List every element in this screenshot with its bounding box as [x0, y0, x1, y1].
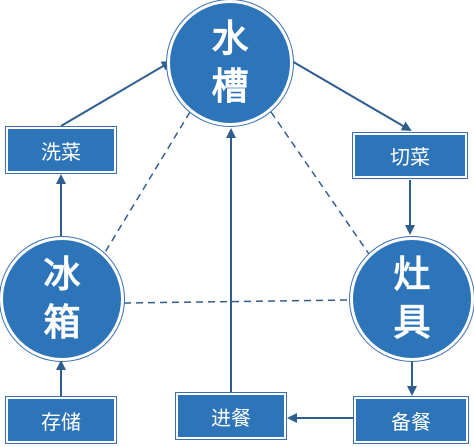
fridge-label-line1: 冰 [43, 253, 81, 296]
edge-sink-to-fridge [103, 111, 191, 255]
stove-label-line1: 灶 [393, 253, 431, 296]
fridge-label-line2: 箱 [43, 301, 81, 344]
wash-vegetables-node: 洗菜 [6, 127, 116, 173]
meal-prep-label: 备餐 [391, 409, 431, 434]
dining-node: 进餐 [176, 393, 286, 439]
sink-label-line2: 槽 [211, 65, 249, 108]
meal-prep-node: 备餐 [354, 397, 468, 443]
edge-wash-to-sink [60, 60, 172, 127]
sink-label-line1: 水 [211, 17, 249, 60]
edge-fridge-to-stove [123, 299, 351, 304]
storage-node: 存储 [6, 397, 116, 443]
storage-label: 存储 [41, 409, 81, 434]
stove-label-line2: 具 [393, 301, 431, 344]
cut-vegetables-node: 切菜 [353, 133, 467, 178]
edge-sink-to-stove [270, 111, 370, 255]
wash-vegetables-label: 洗菜 [41, 139, 81, 164]
cut-vegetables-label: 切菜 [390, 145, 430, 169]
sink-node: 水 槽 [167, 0, 293, 126]
stove-node: 灶 具 [350, 237, 474, 361]
fridge-node: 冰 箱 [0, 237, 124, 361]
edge-sink-to-cut [289, 59, 412, 132]
dining-label: 进餐 [211, 405, 251, 430]
